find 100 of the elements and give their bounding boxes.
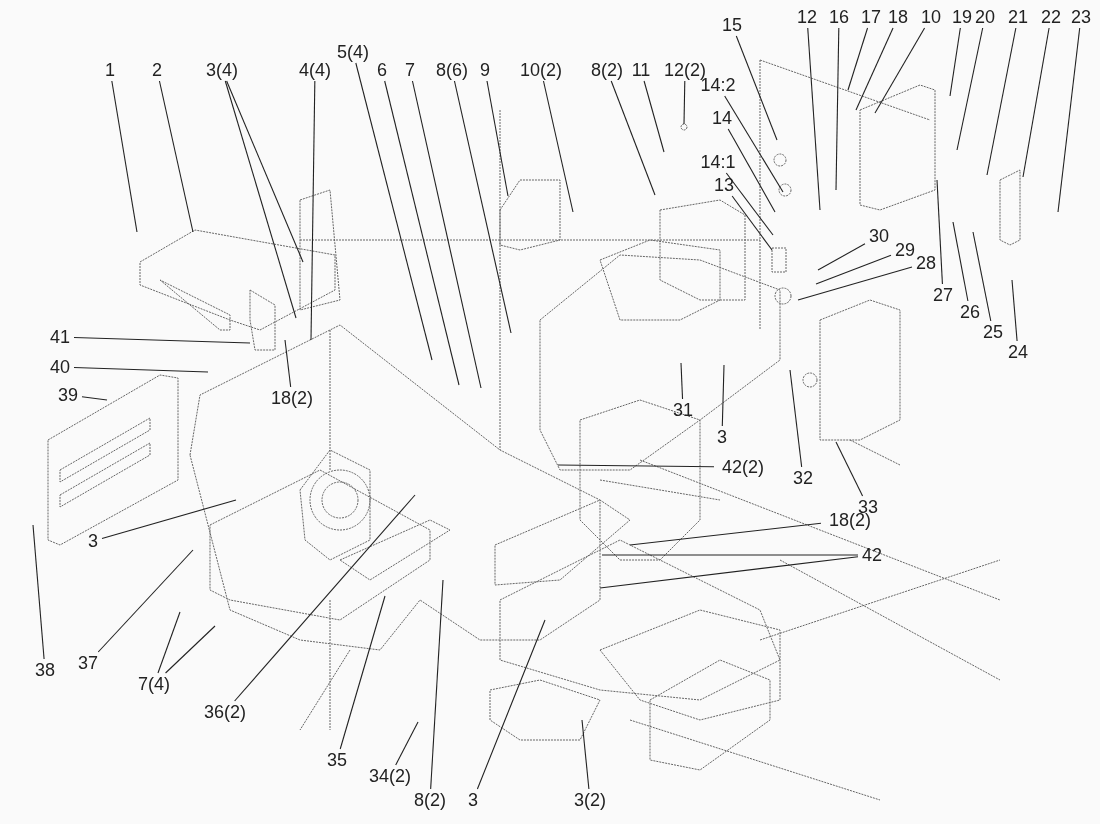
leader-line	[453, 80, 512, 334]
callout-number: 3(4)	[206, 61, 238, 79]
leader-line	[629, 522, 822, 546]
callout-number: 20	[975, 8, 995, 26]
leader-line	[815, 254, 892, 285]
callout-number: 27	[933, 286, 953, 304]
leader-line	[101, 499, 237, 539]
callout-number: 10	[921, 8, 941, 26]
leader-line	[797, 266, 913, 301]
callout-number: 10(2)	[520, 61, 562, 79]
callout-number: 35	[327, 751, 347, 769]
callout-number: 39	[58, 386, 78, 404]
callout-number: 5(4)	[337, 43, 369, 61]
leader-line	[956, 27, 984, 151]
callout-number: 18(2)	[271, 389, 313, 407]
callout-number: 8(6)	[436, 61, 468, 79]
leader-line	[384, 80, 460, 386]
leader-line	[610, 80, 656, 196]
callout-number: 6	[377, 61, 387, 79]
leader-line	[952, 221, 969, 302]
leader-line	[949, 27, 961, 97]
leader-line	[224, 80, 297, 319]
callout-number: 17	[861, 8, 881, 26]
leader-line	[486, 80, 509, 197]
leader-line	[599, 556, 859, 589]
leader-line	[735, 35, 778, 141]
leader-line	[97, 549, 194, 653]
callout-number: 11	[631, 61, 651, 79]
callout-number: 31	[673, 401, 693, 419]
leader-line	[111, 80, 138, 233]
leader-line	[1057, 27, 1081, 213]
callout-number: 16	[829, 8, 849, 26]
callout-number: 42(2)	[722, 458, 764, 476]
leader-line	[789, 369, 803, 468]
callout-number: 2	[152, 61, 162, 79]
callout-number: 7(4)	[138, 675, 170, 693]
leader-line	[158, 80, 194, 233]
leader-line	[835, 441, 864, 497]
callout-number: 26	[960, 303, 980, 321]
leader-line	[680, 362, 684, 400]
callout-number: 42	[862, 546, 882, 564]
leader-line	[310, 80, 316, 341]
leader-line	[724, 95, 784, 193]
leader-line	[557, 464, 715, 468]
leader-line	[234, 494, 416, 702]
leader-line	[339, 595, 386, 750]
leader-line	[81, 396, 108, 401]
callout-number: 1	[105, 61, 115, 79]
callout-number: 3	[468, 791, 478, 809]
callout-number: 3(2)	[574, 791, 606, 809]
callout-number: 14:1	[700, 153, 736, 171]
leader-line	[986, 27, 1017, 176]
callout-number: 41	[50, 328, 70, 346]
leader-line	[731, 195, 773, 251]
leader-line	[476, 619, 546, 790]
leader-line	[807, 27, 821, 211]
callout-number: 28	[916, 254, 936, 272]
leader-line	[725, 172, 774, 236]
leader-line	[430, 579, 444, 790]
leader-line	[874, 27, 926, 114]
leader-line	[847, 27, 869, 91]
leader-line	[32, 524, 45, 660]
callout-number: 12(2)	[664, 61, 706, 79]
callout-number: 25	[983, 323, 1003, 341]
leader-line	[355, 62, 433, 361]
callout-number: 40	[50, 358, 70, 376]
leader-line	[73, 366, 209, 373]
leader-line	[601, 554, 859, 556]
callout-number: 32	[793, 469, 813, 487]
leader-line	[395, 721, 419, 766]
callout-number: 29	[895, 241, 915, 259]
leader-line	[581, 719, 590, 790]
callout-number: 23	[1071, 8, 1091, 26]
leader-line	[643, 80, 665, 153]
callout-number: 24	[1008, 343, 1028, 361]
leader-line	[284, 339, 292, 388]
leader-line	[936, 179, 943, 285]
leader-line	[157, 611, 181, 674]
callout-number: 12	[797, 8, 817, 26]
leader-line	[542, 80, 574, 213]
leader-line	[411, 80, 482, 389]
callout-number: 37	[78, 654, 98, 672]
leader-line	[73, 336, 251, 344]
callout-number: 38	[35, 661, 55, 679]
callout-number: 14	[712, 109, 732, 127]
leader-line	[721, 364, 725, 427]
leader-line	[165, 625, 216, 674]
callout-number: 9	[480, 61, 490, 79]
callout-number: 4(4)	[299, 61, 331, 79]
callout-number: 30	[869, 227, 889, 245]
callout-number: 36(2)	[204, 703, 246, 721]
callout-number: 3	[717, 428, 727, 446]
leader-line	[1011, 279, 1018, 342]
leader-line	[683, 80, 686, 125]
callout-number: 18	[888, 8, 908, 26]
callout-number: 13	[714, 176, 734, 194]
callout-number: 7	[405, 61, 415, 79]
callout-number: 19	[952, 8, 972, 26]
leader-line	[855, 27, 894, 111]
callout-number: 3	[88, 532, 98, 550]
